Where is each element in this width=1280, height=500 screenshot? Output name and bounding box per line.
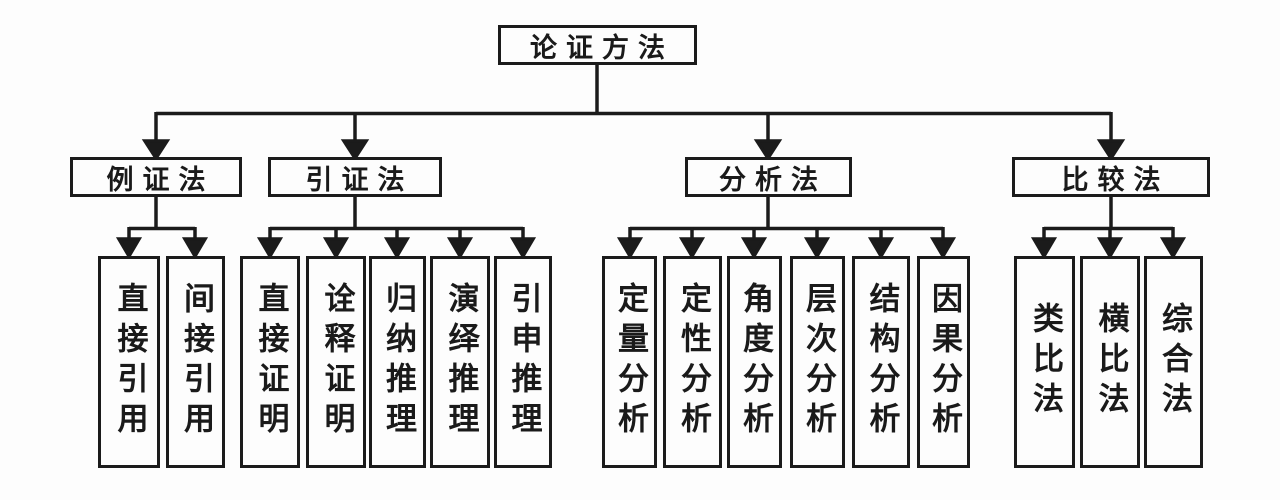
node-direct-proof-label: 直接证明 bbox=[252, 282, 289, 442]
node-analogy-method: 类比法 bbox=[1014, 256, 1075, 468]
node-structure-analysis-label: 结构分析 bbox=[863, 282, 900, 442]
node-indirect-quote-label: 间接引用 bbox=[178, 282, 214, 442]
node-interpretive-proof-label: 诠释证明 bbox=[318, 282, 355, 442]
arrowhead-branch2-child5 bbox=[929, 237, 957, 260]
arrowhead-branch3-child1 bbox=[1096, 237, 1124, 260]
node-quantitative-analysis: 定量分析 bbox=[602, 256, 657, 468]
node-qualitative-analysis-label: 定性分析 bbox=[675, 282, 711, 442]
node-direct-quote: 直接引用 bbox=[98, 256, 160, 468]
node-inductive-reasoning: 归纳推理 bbox=[369, 256, 426, 468]
node-structure-analysis: 结构分析 bbox=[852, 256, 910, 468]
arrowhead-branch1-child1 bbox=[322, 237, 350, 260]
node-analogy-method-label: 类比法 bbox=[1027, 302, 1063, 422]
arrowhead-branch1-child3 bbox=[446, 237, 474, 260]
node-direct-proof: 直接证明 bbox=[240, 256, 300, 468]
node-horizontal-comparison-method-label: 横比法 bbox=[1092, 302, 1129, 422]
arrowhead-branch1 bbox=[340, 139, 370, 162]
node-hierarchy-analysis-label: 层次分析 bbox=[800, 282, 836, 442]
node-qualitative-analysis: 定性分析 bbox=[663, 256, 722, 468]
arrowhead-branch3 bbox=[1096, 139, 1126, 162]
node-analysis: 分析法 bbox=[685, 157, 852, 197]
node-deductive-reasoning: 演绎推理 bbox=[430, 256, 490, 468]
arrowhead-branch2-child0 bbox=[616, 237, 644, 260]
arrowhead-branch3-child2 bbox=[1159, 237, 1187, 260]
arrowhead-branch2-child3 bbox=[803, 237, 831, 260]
node-causal-analysis-label: 因果分析 bbox=[926, 282, 962, 442]
arrowhead-branch2 bbox=[753, 139, 783, 162]
node-perspective-analysis-label: 角度分析 bbox=[737, 282, 773, 442]
arrowhead-branch0-child0 bbox=[115, 237, 143, 260]
arrowhead-branch2-child4 bbox=[867, 237, 895, 260]
node-hierarchy-analysis: 层次分析 bbox=[790, 256, 845, 468]
node-citation: 引证法 bbox=[268, 157, 442, 197]
arrowhead-branch1-child4 bbox=[509, 237, 537, 260]
arrowhead-branch1-child0 bbox=[256, 237, 284, 260]
node-horizontal-comparison-method: 横比法 bbox=[1080, 256, 1140, 468]
node-inductive-reasoning-label: 归纳推理 bbox=[380, 282, 416, 442]
node-extended-reasoning-label: 引申推理 bbox=[505, 282, 542, 442]
node-interpretive-proof: 诠释证明 bbox=[306, 256, 366, 468]
node-synthesis-method: 综合法 bbox=[1144, 256, 1203, 468]
arrowhead-branch0-child1 bbox=[181, 237, 209, 260]
arrowhead-branch1-child2 bbox=[383, 237, 411, 260]
node-quantitative-analysis-label: 定量分析 bbox=[612, 282, 648, 442]
node-comparison: 比较法 bbox=[1012, 157, 1210, 197]
arrowhead-branch2-child1 bbox=[678, 237, 706, 260]
node-exemplification: 例证法 bbox=[70, 157, 242, 197]
node-causal-analysis: 因果分析 bbox=[917, 256, 970, 468]
node-synthesis-method-label: 综合法 bbox=[1156, 302, 1192, 422]
node-perspective-analysis: 角度分析 bbox=[727, 256, 782, 468]
arrowhead-branch3-child0 bbox=[1030, 237, 1058, 260]
node-deductive-reasoning-label: 演绎推理 bbox=[442, 282, 479, 442]
node-extended-reasoning: 引申推理 bbox=[494, 256, 552, 468]
node-indirect-quote: 间接引用 bbox=[166, 256, 225, 468]
arrowhead-branch0 bbox=[141, 139, 171, 162]
node-root: 论证方法 bbox=[498, 25, 697, 65]
node-direct-quote-label: 直接引用 bbox=[111, 282, 148, 442]
arrowhead-branch2-child2 bbox=[740, 237, 768, 260]
